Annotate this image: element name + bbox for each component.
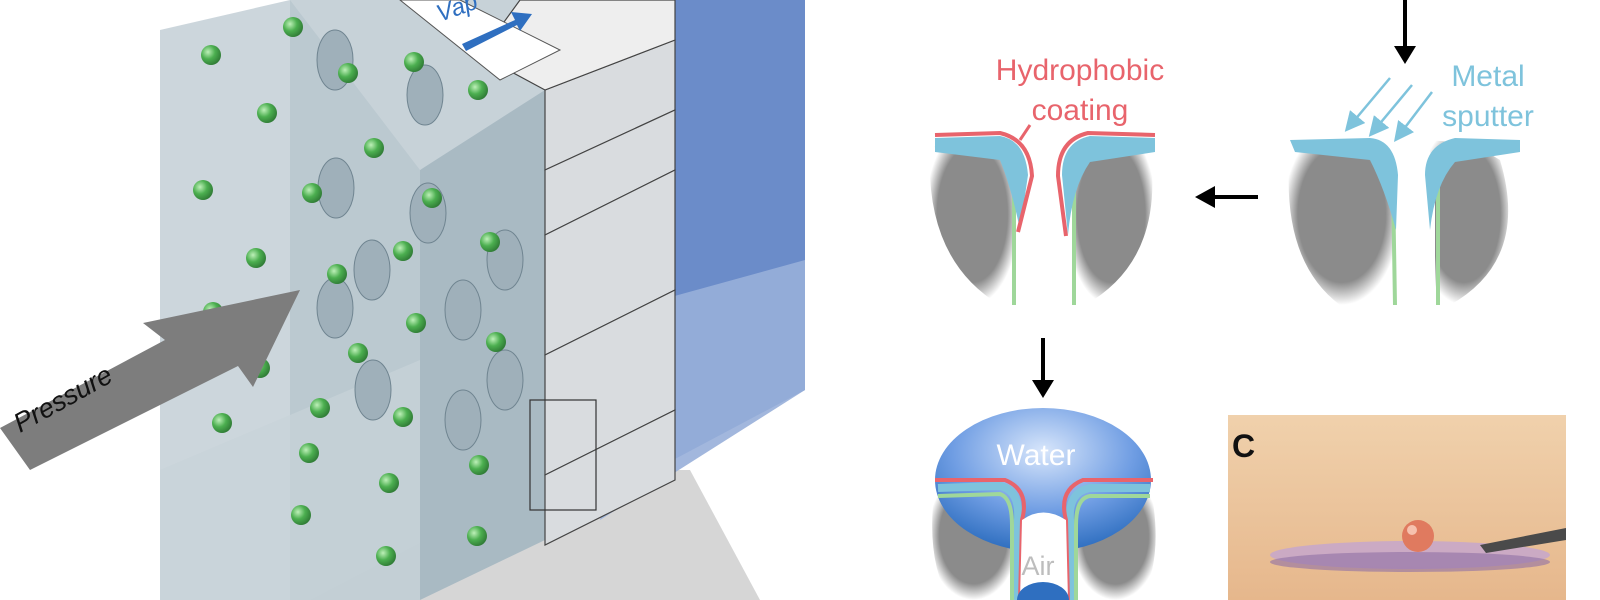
metal-sputter-pore [1288,138,1520,306]
process-schematic: Metal sputter Hydrophobic coating [929,0,1566,600]
down-arrow-top [1394,0,1416,64]
nanoparticle [379,473,399,493]
nanoparticle [393,407,413,427]
nanoparticles [193,17,506,566]
hydrophobic-coating-label-line2: coating [1032,94,1129,127]
membrane-layers [479,0,676,546]
nanoparticle [212,413,232,433]
sputter-arrows-icon [1344,77,1433,142]
nanoparticle [404,52,424,72]
panel-c-label: C [1232,428,1255,464]
nanoparticle [364,138,384,158]
nanoparticle [406,313,426,333]
nanoparticle [310,398,330,418]
hydrophobic-pore [929,124,1156,305]
nanoparticle [486,332,506,352]
nanoparticle [291,505,311,525]
nanoparticle [393,241,413,261]
nanoparticle [299,443,319,463]
vapor-arrow-icon [462,12,532,51]
air-label: Air [1022,551,1055,581]
nanoparticle [327,264,347,284]
nanoparticle [201,45,221,65]
nanoparticle [469,455,489,475]
water-label: Water [997,439,1076,472]
nanoparticle [193,180,213,200]
nanoparticle [480,232,500,252]
nanoparticle [246,248,266,268]
membrane-illustration: Vap [0,0,805,600]
nanoparticle [338,63,358,83]
photo-tweezers [1480,528,1566,553]
left-arrow [1195,186,1258,208]
nanoparticle [467,526,487,546]
metal-sputter-label-line1: Metal [1451,60,1524,93]
feed-volume-front [160,360,420,600]
nanoparticle [257,103,277,123]
nanoparticle [283,17,303,37]
membrane-side-face [420,90,545,600]
nanoparticle [302,183,322,203]
hydrophobic-coating-label-line1: Hydrophobic [996,54,1164,87]
nanoparticle [376,546,396,566]
metal-sputter-label-line2: sputter [1442,100,1534,133]
nanoparticle [468,80,488,100]
panel-c-photo: C [1228,415,1566,600]
photo-droplet [1402,520,1434,552]
pressure-arrow-icon [0,290,300,470]
water-droplet [935,408,1151,552]
water-air-pore [932,408,1156,600]
down-arrow-middle [1032,338,1054,398]
nanoparticle [348,343,368,363]
nanoparticle [422,188,442,208]
